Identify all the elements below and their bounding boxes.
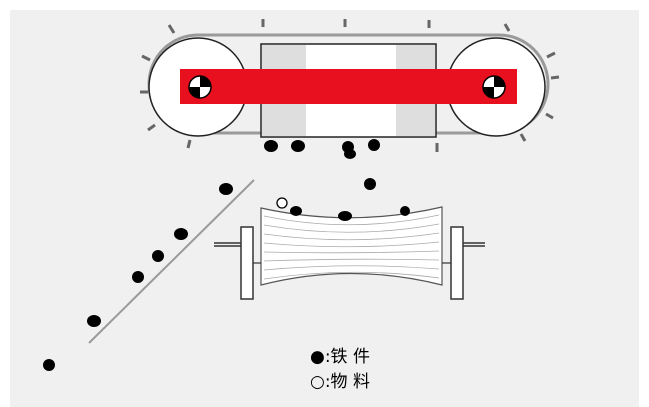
iron-particles xyxy=(43,139,410,371)
legend: ●:铁 件 ○:物 料 xyxy=(310,347,370,392)
iron-particle xyxy=(368,139,380,151)
iron-particle xyxy=(43,359,55,371)
legend-iron: ●:铁 件 xyxy=(310,347,370,367)
roller-left-frame xyxy=(240,226,254,300)
material-particle xyxy=(276,197,288,209)
roller-texture-lines xyxy=(263,214,440,280)
iron-particle xyxy=(290,206,302,216)
belt-cleats xyxy=(140,19,560,152)
iron-particle xyxy=(291,140,305,152)
iron-particle xyxy=(87,315,101,327)
iron-particle xyxy=(219,183,233,195)
iron-particle xyxy=(400,206,410,216)
magnet-bar xyxy=(180,69,517,104)
material-roller xyxy=(214,206,485,300)
iron-particle xyxy=(132,271,144,283)
roller-right-frame xyxy=(450,226,464,300)
overhead-magnetic-separator xyxy=(140,19,560,152)
legend-material: ○:物 料 xyxy=(310,372,370,392)
right-pulley-center-icon xyxy=(482,75,506,99)
iron-particle xyxy=(364,178,376,190)
discharge-chute xyxy=(88,179,255,344)
iron-particle xyxy=(264,140,278,152)
roller-drum xyxy=(260,206,443,286)
iron-particle xyxy=(152,250,164,262)
iron-particle xyxy=(344,149,356,159)
iron-particle xyxy=(174,228,188,240)
iron-particle xyxy=(338,211,352,221)
left-pulley-center-icon xyxy=(188,75,212,99)
